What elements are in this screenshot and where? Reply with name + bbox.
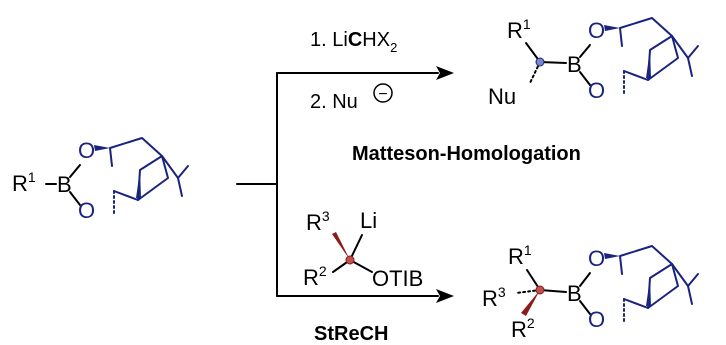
- start-b-o-bond-top: [69, 164, 81, 178]
- top-product-nu: Nu: [488, 84, 516, 109]
- start-oxygen-bottom: O: [78, 198, 95, 223]
- reagent-r3-wedge-bond: [332, 232, 350, 260]
- bottom-product-oxygen-bottom: O: [588, 307, 605, 332]
- start-pinanediol-scaffold: [93, 137, 189, 215]
- top-product-oxygen-top: O: [588, 18, 605, 43]
- bottom-product-r1: R1: [508, 242, 532, 269]
- bottom-product-oxygen-top: O: [588, 246, 605, 271]
- bottom-product-r2: R2: [511, 315, 535, 342]
- reagent-r3: R3: [306, 208, 330, 235]
- top-product-r1: R1: [507, 16, 531, 43]
- reagent-li-bond: [349, 234, 363, 261]
- bottom-arrow: [276, 289, 454, 303]
- bottom-product-boron: B: [567, 281, 582, 306]
- bottom-product-b-o-bond-top: [579, 272, 591, 287]
- start-b-o-bond-bottom: [69, 191, 81, 206]
- starting-boronic-ester: R1 B O O: [12, 137, 189, 223]
- top-product-nu-hash-bond: [529, 61, 541, 84]
- bottom-product-b-o-bond-bottom: [579, 300, 591, 315]
- start-oxygen-top: O: [78, 138, 95, 163]
- start-boron: B: [57, 172, 72, 197]
- bottom-product-stereocenter: [535, 285, 545, 295]
- reagent-r2: R2: [303, 263, 327, 290]
- matteson-homologation-label: Matteson-Homologation: [352, 143, 581, 165]
- reagent-stereocenter: [345, 255, 355, 265]
- bottom-product-pinanediol-scaffold: [603, 245, 699, 323]
- start-r1-label: R1: [12, 169, 36, 196]
- top-step1-label: 1. LiCHX2: [310, 29, 397, 55]
- bottom-product-r3: R3: [482, 284, 506, 311]
- top-arrow: [276, 66, 454, 80]
- strech-product: R1 R3 R2 B O O: [482, 242, 699, 342]
- bottom-product-r2-wedge-bond: [521, 290, 540, 316]
- lithiated-carbamate-reagent: R3 Li R2 OTIB: [303, 208, 423, 291]
- strech-label: StReCH: [314, 323, 388, 345]
- top-step2-label: 2. Nu: [310, 91, 358, 113]
- reagent-otib: OTIB: [372, 266, 423, 291]
- top-product-pinanediol-scaffold: [603, 17, 699, 95]
- top-product-boron: B: [567, 52, 582, 77]
- top-product-b-o-bond-bottom: [579, 71, 591, 86]
- reagent-li: Li: [360, 208, 377, 233]
- top-product-b-o-bond-top: [579, 44, 591, 58]
- top-product-oxygen-bottom: O: [588, 78, 605, 103]
- homologated-product: R1 Nu B O O: [488, 16, 699, 109]
- top-product-stereocenter: [535, 57, 545, 67]
- nucleophile-charge: −: [373, 83, 393, 103]
- charge-sign: −: [378, 86, 387, 103]
